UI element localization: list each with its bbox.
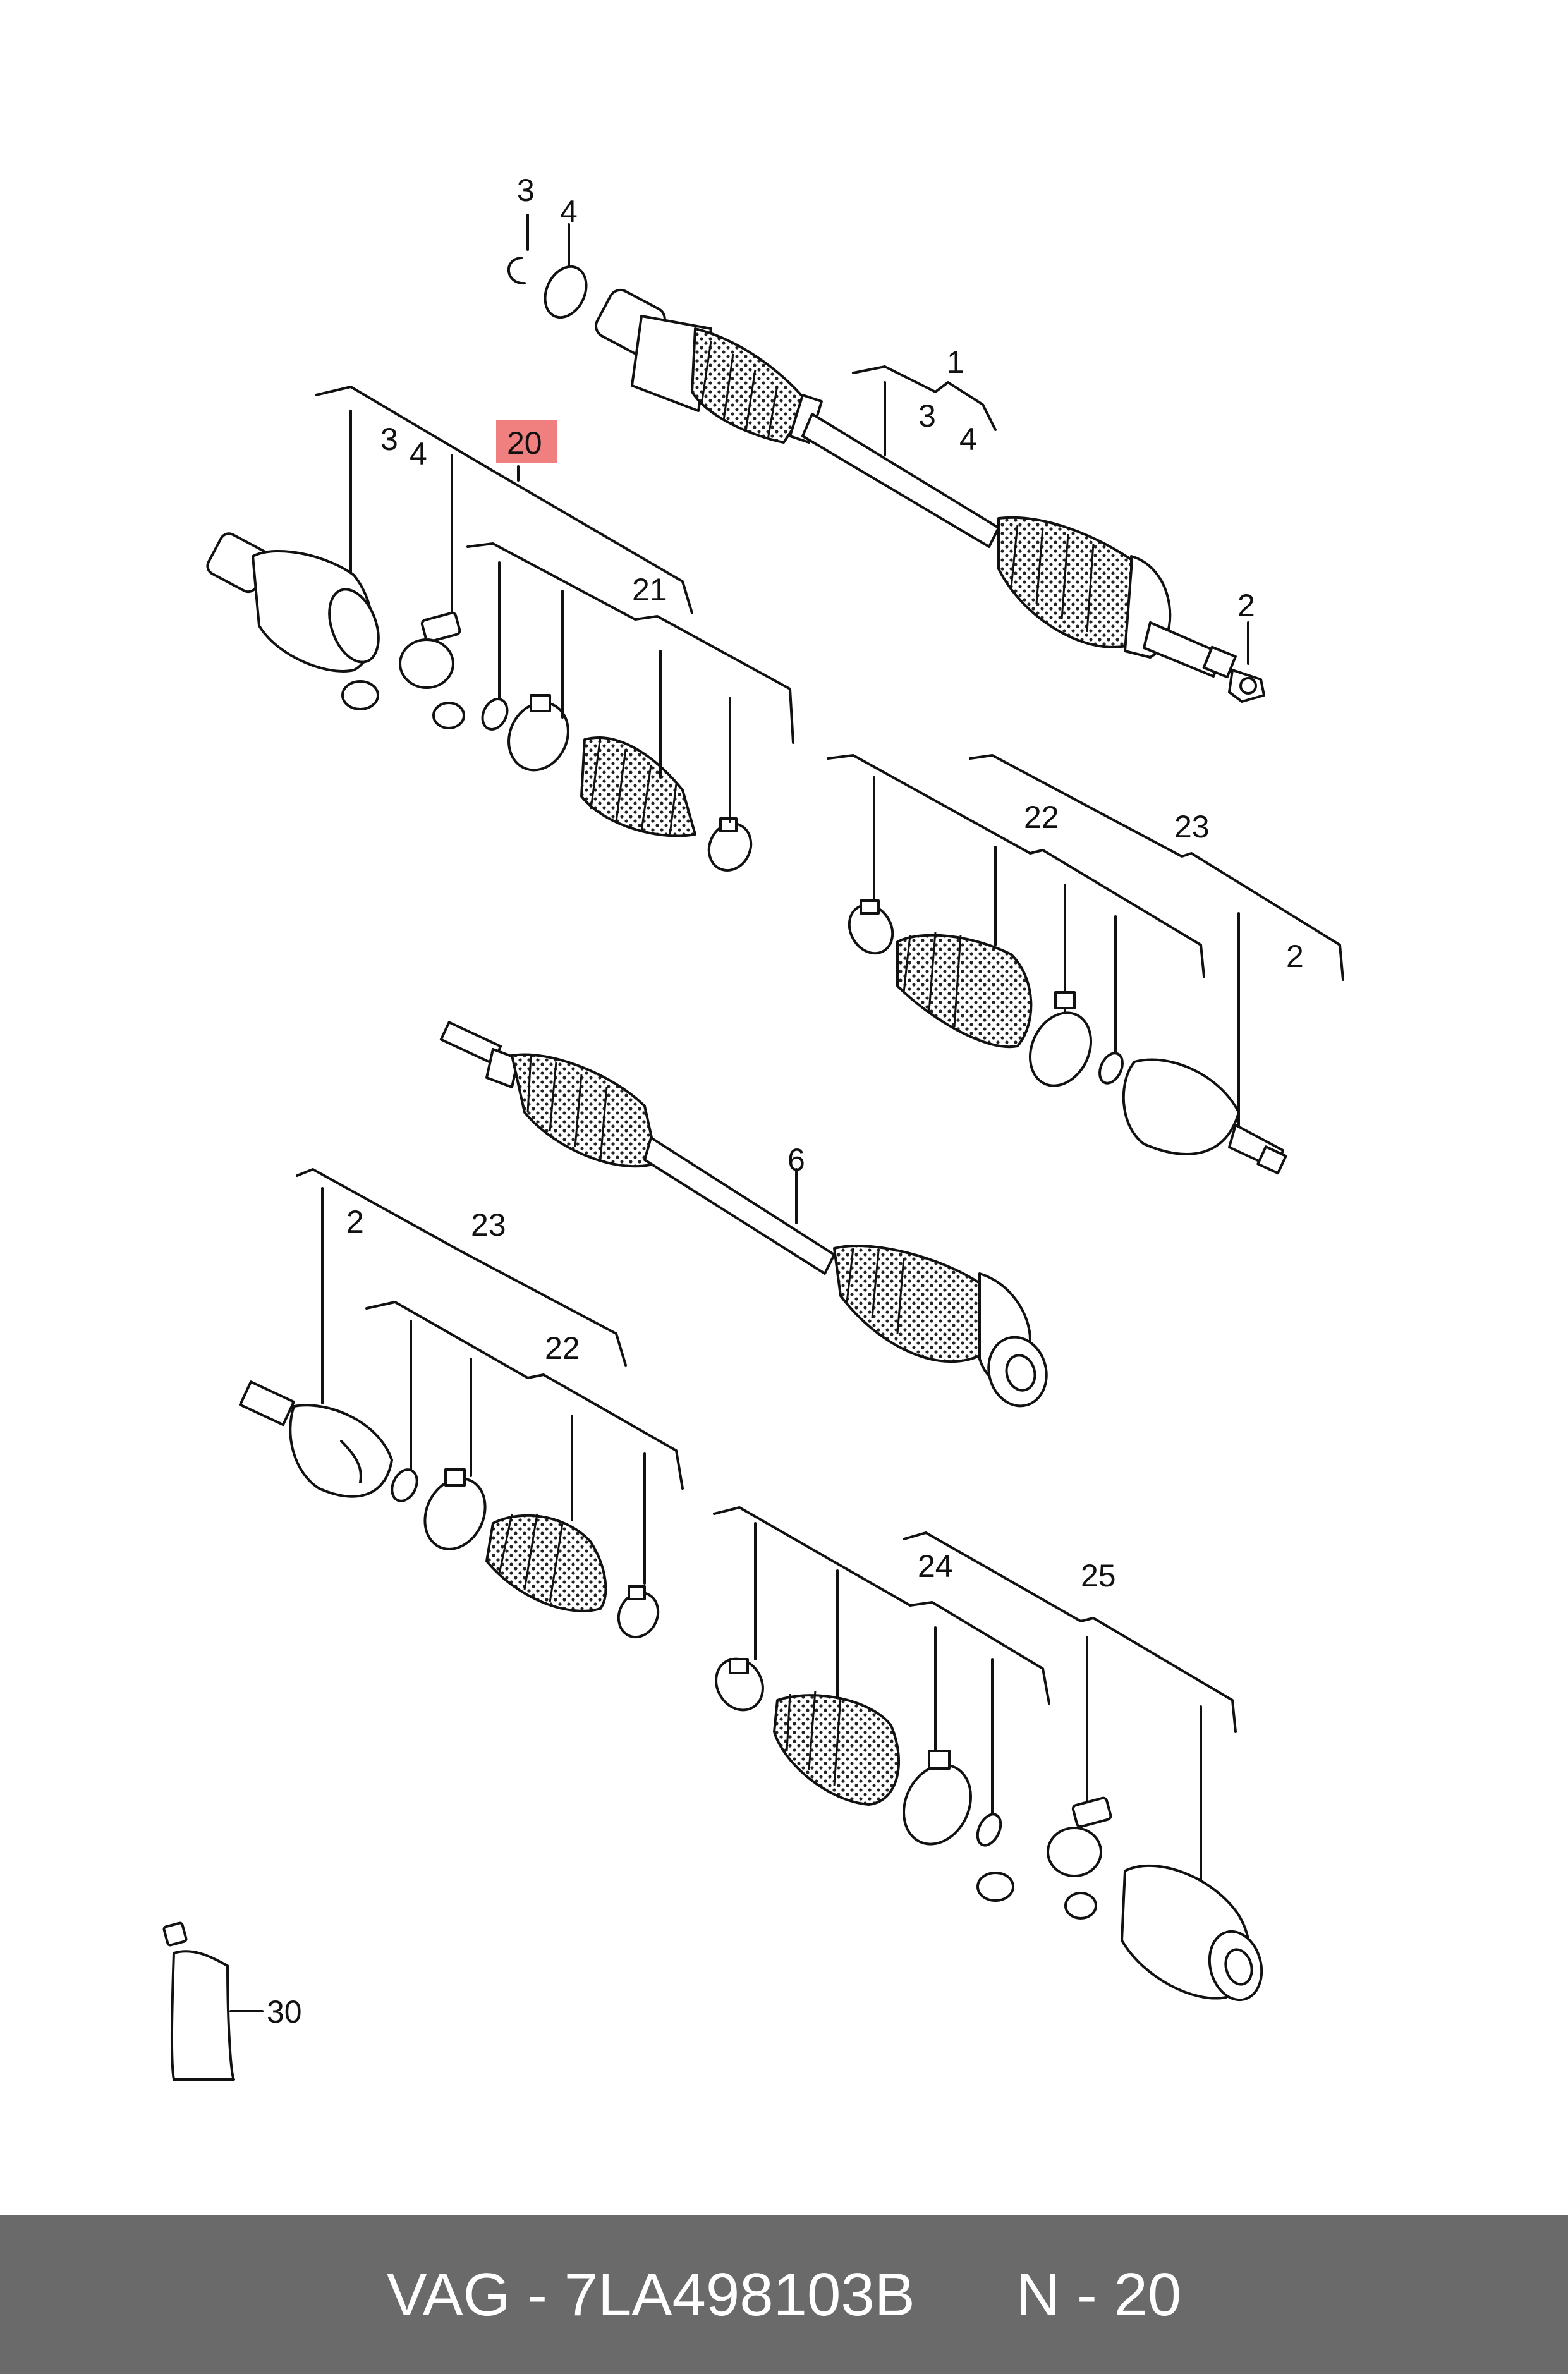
clamp-large-24 xyxy=(903,1750,972,1846)
callout-4-kit20: 4 xyxy=(410,436,427,472)
part-number-label: 7LA498103B xyxy=(564,2260,915,2328)
callout-2-shaft1: 2 xyxy=(1237,588,1255,623)
callout-25: 25 xyxy=(1081,1558,1116,1593)
grease-tube-30 xyxy=(162,1921,235,2081)
footer-bar: VAG - 7LA498103B N - 20 xyxy=(0,2215,1568,2374)
callout-23-lower: 23 xyxy=(471,1207,506,1243)
clamp-large-20 xyxy=(507,694,569,772)
tripod-housing-20 xyxy=(206,532,380,673)
circlip-24 xyxy=(976,1813,1002,1847)
callout-3-kit20: 3 xyxy=(380,422,398,457)
callout-3-shaft1: 3 xyxy=(918,398,936,434)
clamp-small-22 xyxy=(848,899,894,955)
drive-shaft-assembly-1 xyxy=(595,288,1265,703)
boot-24 xyxy=(773,1690,900,1806)
callout-2-kit23: 2 xyxy=(1286,939,1304,974)
highlight-callout-20 xyxy=(496,420,557,463)
circlip-22 xyxy=(1098,1052,1124,1085)
tripod-spider-20 xyxy=(341,611,465,729)
circlip-lower-a xyxy=(391,1468,418,1502)
callout-2-kit23-lower: 2 xyxy=(346,1204,364,1239)
ring-4-top xyxy=(544,265,588,319)
callout-4-shaft1: 4 xyxy=(959,422,977,457)
boot-lower-a xyxy=(485,1513,607,1612)
outer-joint-23 xyxy=(1122,1058,1287,1175)
tripod-housing-25 xyxy=(1121,1864,1263,2002)
clamp-large-22 xyxy=(1028,991,1093,1087)
circlip-20 xyxy=(481,698,509,731)
clamp-large-lower-a xyxy=(423,1468,487,1550)
boot-21 xyxy=(580,736,696,837)
callout-22-upper: 22 xyxy=(1024,800,1059,835)
footer-separator: - xyxy=(510,2260,564,2328)
callout-20: 20 xyxy=(507,425,542,461)
clamp-small-20 xyxy=(707,817,753,872)
tripod-spider-25 xyxy=(976,1796,1112,1920)
exploded-parts-diagram: 3 4 1 3 4 2 20 3 4 21 xyxy=(162,173,1344,2081)
position-note-label: N - 20 xyxy=(1016,2260,1182,2328)
callout-6: 6 xyxy=(787,1142,805,1178)
callout-24: 24 xyxy=(918,1549,953,1584)
callout-1: 1 xyxy=(947,344,964,380)
outer-joint-23-lower xyxy=(239,1380,393,1498)
clamp-small-lower-a xyxy=(617,1585,660,1639)
callout-4-top: 4 xyxy=(560,194,578,229)
callout-21: 21 xyxy=(632,572,667,607)
boot-22 xyxy=(896,932,1033,1049)
callout-23-upper: 23 xyxy=(1174,809,1210,844)
drive-shaft-assembly-6 xyxy=(439,1021,1048,1408)
callout-3-top: 3 xyxy=(517,173,535,208)
callout-30: 30 xyxy=(267,1994,302,2030)
footer-gap xyxy=(915,2260,1016,2330)
circlip-3-top xyxy=(507,257,526,285)
brand-label: VAG xyxy=(386,2260,511,2328)
callout-22-lower: 22 xyxy=(545,1330,580,1366)
clamp-small-24 xyxy=(715,1657,764,1712)
